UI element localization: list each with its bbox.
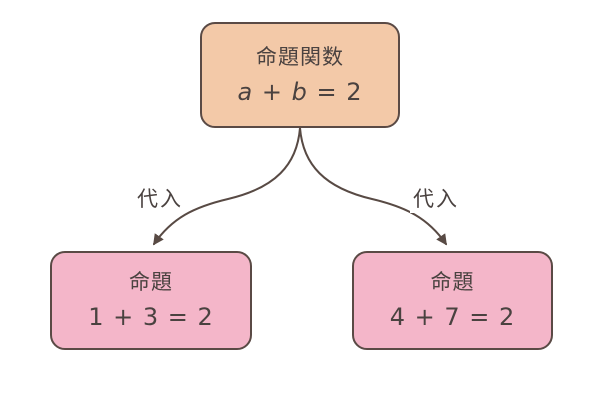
node-proposition-left: 命題 1 + 3 = 2 [50,251,252,350]
node-proposition-left-formula: 1 + 3 = 2 [88,303,214,332]
node-proposition-right-formula: 4 + 7 = 2 [389,303,516,332]
formula-equals-value: = 2 [307,77,363,106]
node-proposition-right-title: 命題 [430,270,475,295]
node-proposition-left-title: 命題 [129,270,173,295]
formula-variable-b: b [291,77,308,106]
edge-substitution-right [299,127,447,246]
node-propositional-function: 命題関数 a + b = 2 [200,22,400,128]
node-proposition-right: 命題 4 + 7 = 2 [352,251,553,350]
formula-variable-a: a [237,77,254,106]
node-propositional-function-formula: a + b = 2 [238,79,363,105]
edge-label-substitution-left: 代入 [134,186,186,214]
node-propositional-function-title: 命題関数 [256,44,344,69]
formula-operator: + [253,77,292,106]
edge-substitution-left [153,127,301,246]
edge-label-substitution-right: 代入 [410,186,462,214]
